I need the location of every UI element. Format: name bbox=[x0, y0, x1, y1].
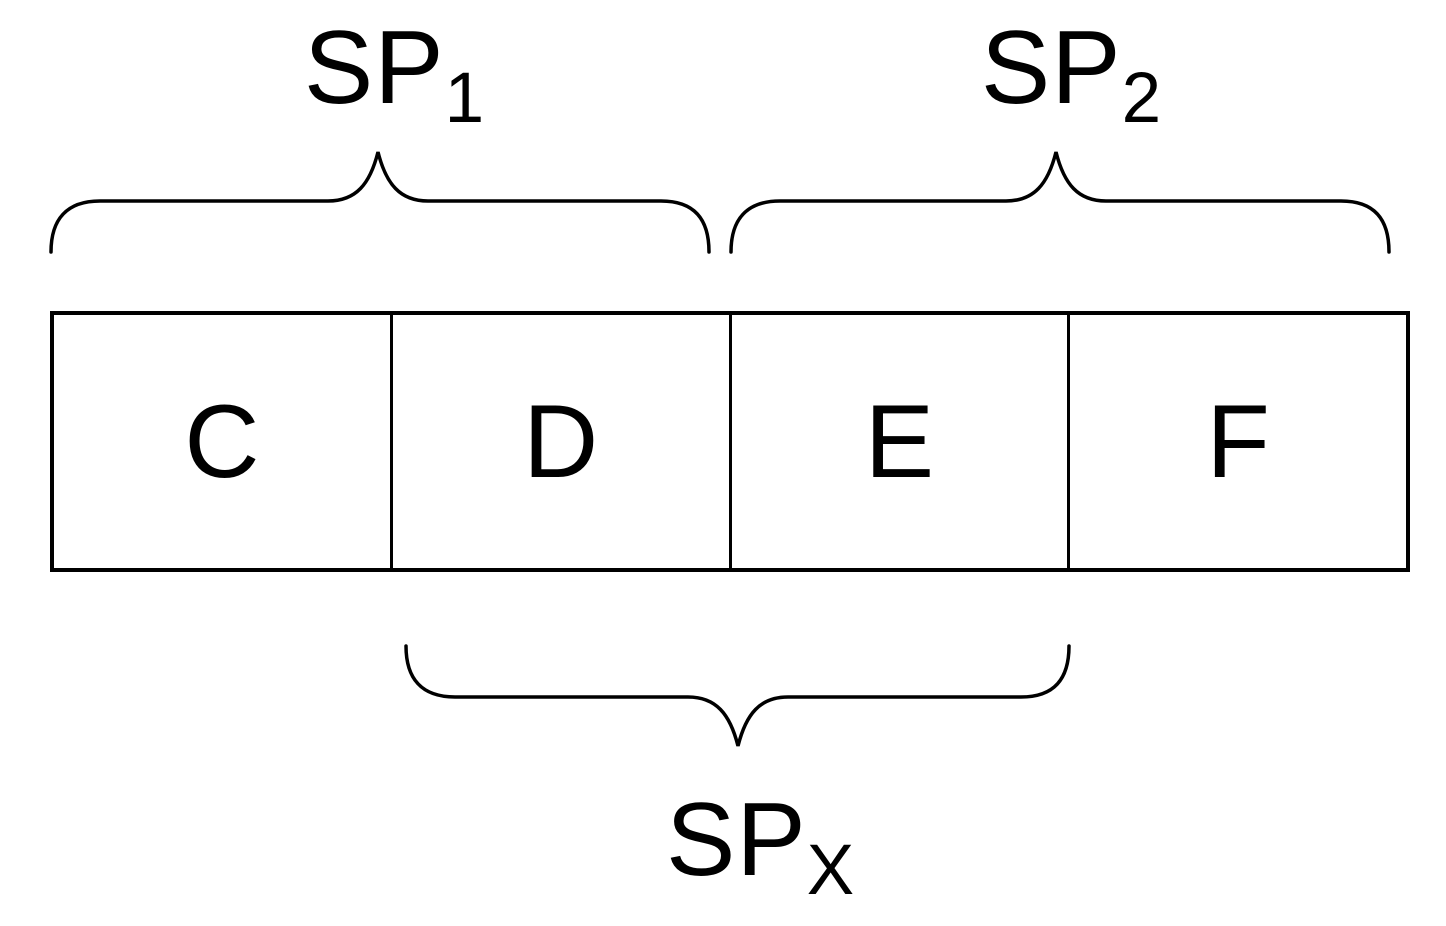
label-sp1-base: SP bbox=[303, 10, 445, 126]
label-sp1: SP1 bbox=[304, 16, 484, 134]
cell-d: D bbox=[393, 315, 732, 568]
brace-sp1-icon bbox=[49, 151, 711, 254]
cell-f-label: F bbox=[1206, 383, 1270, 500]
cell-c-label: C bbox=[184, 383, 260, 500]
segment-boxes-row: C D E F bbox=[50, 311, 1410, 572]
label-sp1-subscript: 1 bbox=[444, 59, 485, 138]
label-sp2-base: SP bbox=[980, 10, 1122, 126]
label-spx-base: SP bbox=[665, 782, 807, 898]
label-sp2-subscript: 2 bbox=[1121, 59, 1162, 138]
label-spx: SPX bbox=[666, 788, 854, 906]
cell-c: C bbox=[54, 315, 393, 568]
brace-spx-icon bbox=[404, 644, 1071, 747]
cell-f: F bbox=[1070, 315, 1406, 568]
cell-d-label: D bbox=[523, 383, 599, 500]
label-spx-subscript: X bbox=[806, 831, 855, 910]
label-sp2: SP2 bbox=[981, 16, 1161, 134]
cell-e: E bbox=[732, 315, 1071, 568]
brace-sp2-icon bbox=[729, 151, 1391, 254]
cell-e-label: E bbox=[864, 383, 935, 500]
